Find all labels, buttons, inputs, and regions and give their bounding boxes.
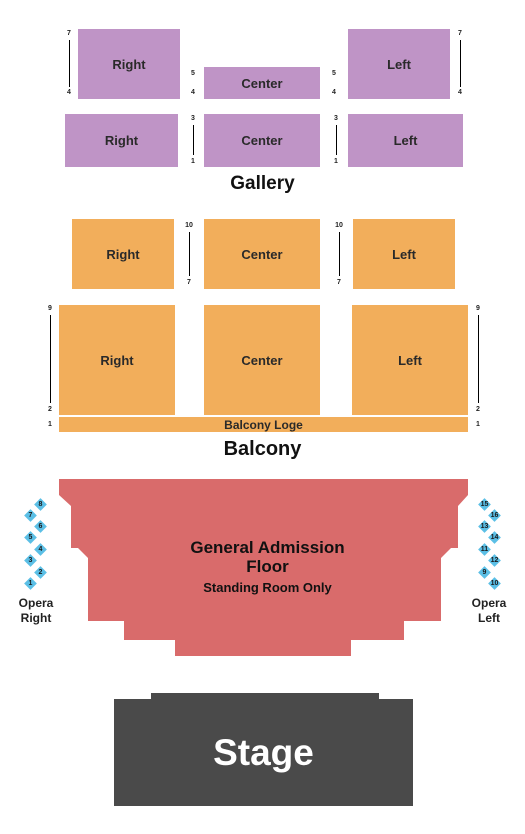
opera-left-box[interactable]: 12 [488,554,501,567]
opera-right-box[interactable]: 7 [24,509,37,522]
balcony-lower-center-section[interactable]: Center [204,305,320,415]
row-range-line [460,40,461,87]
opera-right-box[interactable]: 4 [34,543,47,556]
row-marker: 3 [334,115,338,122]
gallery-lower-left-section[interactable]: Left [348,114,463,167]
balcony-upper-left-section[interactable]: Left [353,219,455,289]
row-marker: 9 [476,305,480,312]
balcony-lower-left-section[interactable]: Left [352,305,468,415]
floor-title-line1: General Admission [190,538,345,557]
opera-right-box[interactable]: 3 [24,554,37,567]
opera-right-box[interactable]: 5 [24,531,37,544]
stage: Stage [114,699,413,806]
gallery-upper-center-section[interactable]: Center [204,67,320,99]
row-range-line [478,315,479,403]
row-marker: 10 [185,222,193,229]
row-marker: 3 [191,115,195,122]
row-range-line [336,125,337,155]
row-marker: 1 [48,421,52,428]
row-range-line [193,125,194,155]
gallery-level-label: Gallery [230,173,295,194]
balcony-level-label: Balcony [223,438,302,460]
floor-subtitle: Standing Room Only [203,580,332,595]
opera-right-box[interactable]: 6 [34,520,47,533]
row-marker: 1 [476,421,480,428]
balcony-upper-right-section[interactable]: Right [72,219,174,289]
row-marker: 5 [332,70,336,77]
row-marker: 4 [458,89,462,96]
opera-left-box[interactable]: 9 [478,566,491,579]
row-marker: 7 [67,30,71,37]
opera-left-box[interactable]: 14 [488,531,501,544]
opera-left-label-line2: Left [478,611,500,625]
row-marker: 1 [334,158,338,165]
balcony-upper-center-section[interactable]: Center [204,219,320,289]
opera-left-box[interactable]: 15 [478,498,491,511]
stage-lip [151,693,379,700]
balcony-lower-right-section[interactable]: Right [59,305,175,415]
opera-right-label-line2: Right [20,611,52,625]
row-marker: 2 [48,406,52,413]
row-range-line [189,232,190,276]
row-range-line [69,40,70,87]
balcony-loge-section[interactable]: Balcony Loge [59,417,468,432]
opera-right-box[interactable]: 1 [24,577,37,590]
row-marker: 9 [48,305,52,312]
gallery-upper-right-section[interactable]: Right [78,29,180,99]
opera-right-label-line1: Opera [18,596,54,610]
row-range-line [50,315,51,403]
row-marker: 4 [191,89,195,96]
opera-right-box[interactable]: 8 [34,498,47,511]
opera-left-label: Opera Left [459,596,519,626]
opera-right-label: Opera Right [6,596,66,626]
row-range-line [339,232,340,276]
gallery-lower-right-section[interactable]: Right [65,114,178,167]
row-marker: 1 [191,158,195,165]
floor-title-line2: Floor [246,557,289,576]
row-marker: 7 [187,279,191,286]
gallery-upper-left-section[interactable]: Left [348,29,450,99]
floor-shape [59,479,468,656]
row-marker: 7 [337,279,341,286]
row-marker: 7 [458,30,462,37]
row-marker: 5 [191,70,195,77]
row-marker: 4 [332,89,336,96]
opera-right-box[interactable]: 2 [34,566,47,579]
opera-left-box[interactable]: 16 [488,509,501,522]
gallery-lower-center-section[interactable]: Center [204,114,320,167]
row-marker: 10 [335,222,343,229]
opera-left-box[interactable]: 11 [478,543,491,556]
row-marker: 2 [476,406,480,413]
opera-left-box[interactable]: 10 [488,577,501,590]
row-marker: 4 [67,89,71,96]
opera-left-box[interactable]: 13 [478,520,491,533]
opera-left-label-line1: Opera [471,596,507,610]
